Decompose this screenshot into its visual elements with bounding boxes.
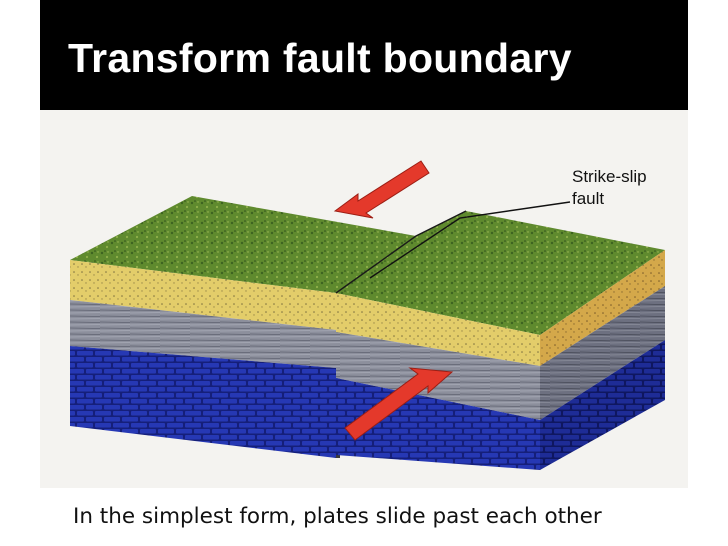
- right-block-rock-side: [540, 286, 665, 420]
- motion-arrow-upper: [333, 160, 430, 219]
- right-block-sand-side: [540, 250, 665, 366]
- motion-arrow-lower: [344, 367, 454, 441]
- right-block-sand: [336, 293, 540, 366]
- label-leader-line: [369, 201, 571, 279]
- left-block-bedrock: [70, 346, 336, 458]
- slide-caption: In the simplest form, plates slide past …: [73, 504, 602, 529]
- right-block-bedrock-side: [540, 340, 665, 470]
- left-block: [70, 196, 416, 458]
- fault-trace: [335, 210, 467, 294]
- title-bar: Transform fault boundary: [40, 0, 688, 110]
- left-block-rock: [70, 300, 336, 368]
- left-block-grass: [70, 196, 416, 293]
- fault-diagram: Strike-slip fault: [70, 160, 665, 470]
- slide: Transform fault boundary: [40, 0, 688, 488]
- slide-title: Transform fault boundary: [68, 35, 572, 81]
- right-block-grass: [336, 211, 665, 335]
- left-block-sand: [70, 260, 336, 330]
- strike-slip-label-line2: fault: [572, 189, 604, 208]
- strike-slip-label-line1: Strike-slip: [572, 167, 647, 186]
